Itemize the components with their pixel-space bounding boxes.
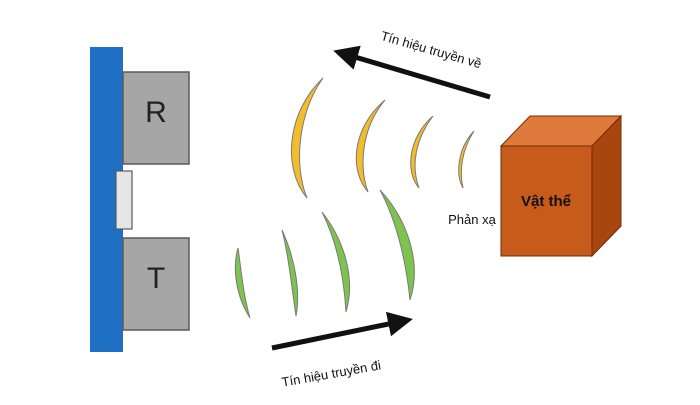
transmitter-module (122, 237, 190, 331)
reflected-wave-4 (458, 130, 475, 189)
transmitter-label: T (147, 262, 165, 295)
return-signal-caption: Tín hiệu truyền về (379, 28, 483, 71)
sent-signal-caption: Tín hiệu truyền đi (280, 357, 382, 389)
sent-wave-1 (234, 247, 251, 319)
sent-wave-4 (379, 189, 415, 301)
connector (115, 170, 133, 230)
object-front-face (500, 145, 593, 257)
receiver-module (122, 71, 190, 165)
reflected-wave-1 (291, 77, 324, 199)
reflection-caption: Phản xạ (448, 212, 496, 227)
sent-waves (234, 189, 415, 319)
reflected-wave-2 (355, 99, 386, 193)
object-cube: Vật thể (499, 114, 623, 258)
sent-wave-2 (281, 229, 299, 317)
reflected-wave-3 (410, 115, 434, 189)
reflected-waves (291, 77, 475, 199)
object-label: Vật thể (521, 193, 571, 210)
return-signal-arrow (333, 45, 491, 100)
sent-wave-3 (321, 211, 351, 313)
receiver-label: R (145, 96, 167, 129)
sent-signal-arrow (271, 311, 413, 351)
